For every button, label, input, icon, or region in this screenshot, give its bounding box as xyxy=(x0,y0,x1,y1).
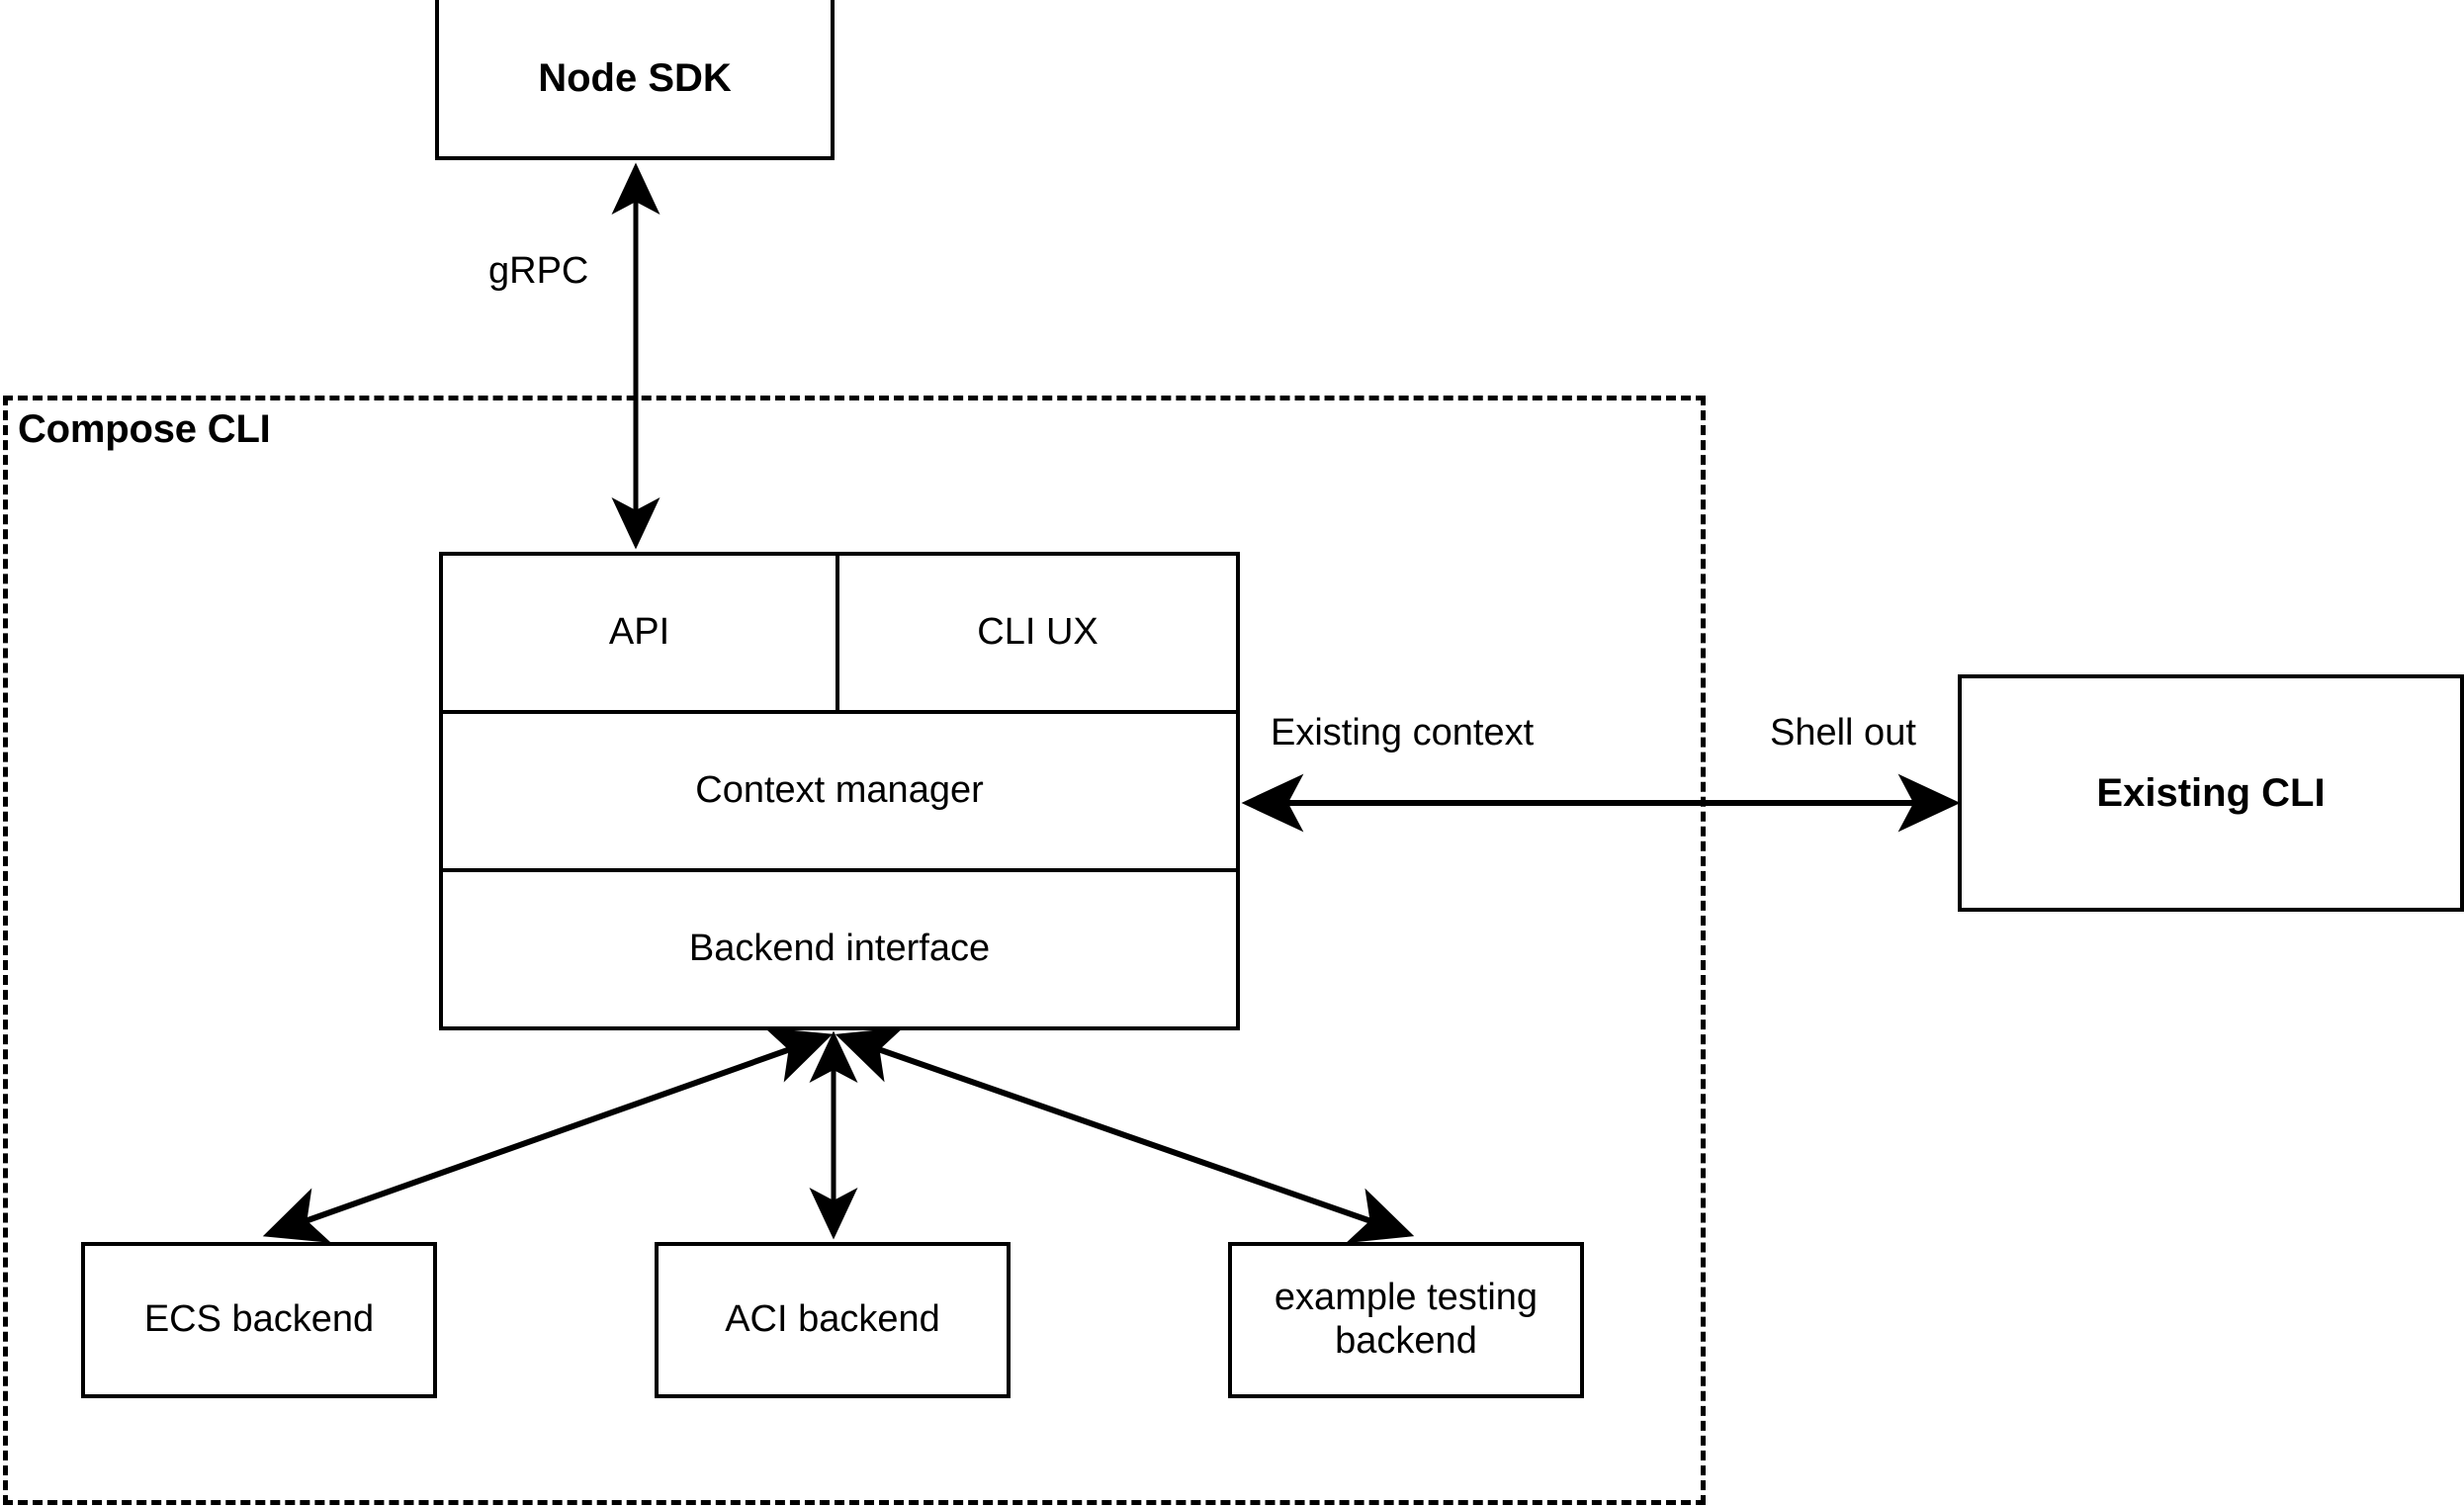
stack-row-top: API CLI UX xyxy=(443,556,1236,714)
cli-ux-cell: CLI UX xyxy=(839,556,1236,710)
cli-ux-label: CLI UX xyxy=(977,611,1099,654)
node-sdk-label: Node SDK xyxy=(538,56,732,100)
api-cell: API xyxy=(443,556,839,710)
existing-cli-label: Existing CLI xyxy=(2096,771,2326,815)
example-testing-backend-label: example testing backend xyxy=(1274,1277,1539,1362)
existing-cli-box: Existing CLI xyxy=(1958,674,2464,912)
context-manager-cell: Context manager xyxy=(443,714,1236,868)
ecs-backend-box: ECS backend xyxy=(81,1242,437,1398)
context-manager-label: Context manager xyxy=(695,769,984,812)
grpc-edge-label: gRPC xyxy=(488,250,589,292)
node-sdk-box: Node SDK xyxy=(435,0,835,160)
ecs-backend-label: ECS backend xyxy=(143,1298,375,1341)
aci-backend-label: ACI backend xyxy=(725,1298,940,1341)
stack-row-backend: Backend interface xyxy=(443,872,1236,1026)
compose-cli-stack: API CLI UX Context manager Backend inter… xyxy=(439,552,1240,1030)
existing-context-edge-label: Existing context xyxy=(1271,712,1535,754)
compose-cli-group-boundary xyxy=(3,396,1706,1505)
backend-interface-cell: Backend interface xyxy=(443,872,1236,1026)
example-testing-backend-box: example testing backend xyxy=(1228,1242,1584,1398)
aci-backend-box: ACI backend xyxy=(655,1242,1011,1398)
shell-out-edge-label: Shell out xyxy=(1770,712,1916,754)
backend-interface-label: Backend interface xyxy=(688,928,991,970)
stack-row-context: Context manager xyxy=(443,714,1236,872)
compose-cli-group-label: Compose CLI xyxy=(18,407,271,451)
api-label: API xyxy=(608,611,670,654)
